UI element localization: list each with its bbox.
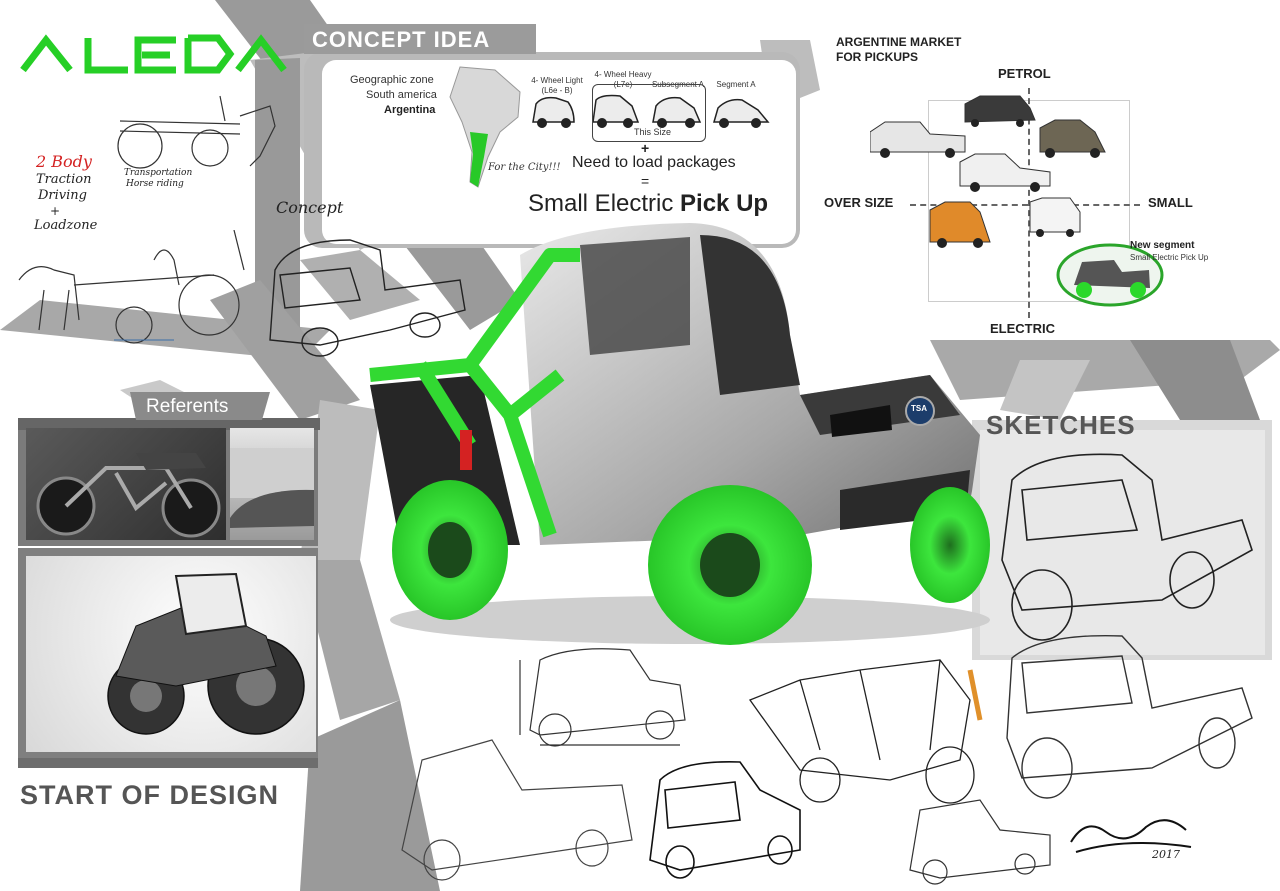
vehicle-sketch-measured: [519, 648, 686, 747]
transportation-note: Transportation: [124, 168, 193, 178]
city-note: For the City!!!: [488, 162, 561, 173]
axis-electric: ELECTRIC: [990, 321, 1055, 336]
referent-concept-car-photo: [230, 428, 314, 540]
axis-petrol: PETROL: [998, 66, 1051, 81]
vehicle-sketch-front: [649, 761, 801, 879]
market-pickup-thumbnails: [870, 95, 1106, 248]
market-vertical-axis: [1028, 88, 1030, 318]
axis-over-size: OVER SIZE: [824, 195, 894, 210]
signature-year: 2017: [1152, 848, 1180, 861]
plus-sign: +: [641, 140, 650, 156]
horse-carriage-sketch: [117, 95, 276, 169]
referent-motorcycle-photo: [26, 428, 226, 540]
vehicle-sketch-frame: [748, 659, 983, 804]
driving-note: Driving: [38, 188, 87, 203]
two-body-note: 2 Body: [36, 152, 92, 171]
this-size-box: [592, 84, 706, 142]
market-heading-1: ARGENTINE MARKET: [836, 35, 962, 49]
geo-label: Geographic zone: [350, 74, 434, 86]
axis-small: SMALL: [1148, 195, 1193, 210]
segment-label-l6e: 4- Wheel Light (L6e - B): [531, 76, 583, 95]
vehicle-sketch-light: [1006, 634, 1253, 799]
market-heading-2: FOR PICKUPS: [836, 50, 919, 64]
horse-riding-note: Horse riding: [126, 179, 184, 189]
market-horizontal-axis: [910, 204, 1140, 206]
new-segment-oval: [1056, 243, 1164, 307]
segment-car-silhouettes: [532, 94, 770, 128]
vehicle-badge: TSA: [911, 404, 927, 413]
new-segment-label: New segment: [1130, 240, 1195, 251]
traction-note: Traction: [36, 172, 92, 187]
aledan-logo: [20, 34, 287, 74]
designer-signature: [1070, 819, 1192, 853]
hero-vehicle-render: [369, 223, 990, 645]
result-bold: Pick Up: [680, 190, 769, 217]
result-line: Small Electric Pick Up: [528, 190, 768, 218]
concept-van-sketch: [269, 239, 466, 357]
geo-country: Argentina: [384, 104, 436, 116]
geo-region: South america: [366, 89, 437, 101]
south-america-map: [449, 66, 521, 188]
concept-idea-heading: CONCEPT IDEA: [312, 27, 491, 52]
start-of-design-heading: START OF DESIGN: [20, 780, 280, 810]
equals-sign: =: [641, 173, 650, 189]
loadzone-note: Loadzone: [34, 218, 98, 233]
result-prefix: Small Electric: [528, 190, 681, 217]
concept-note: Concept: [276, 198, 344, 217]
this-size-label: This Size: [634, 127, 672, 137]
new-segment-sub: Small Electric Pick Up: [1130, 253, 1209, 262]
plus-note: +: [50, 204, 61, 218]
vehicle-sketch-dark: [1001, 453, 1253, 641]
tractor-sketch: [26, 556, 316, 752]
referents-heading: Referents: [146, 396, 229, 417]
sketches-heading: SKETCHES: [986, 410, 1136, 440]
vehicle-sketch-side: [401, 739, 633, 881]
vehicle-sketch-small: [909, 799, 1051, 885]
need-load-line: Need to load packages: [572, 154, 736, 171]
segment-label-a: Segment A: [716, 80, 756, 89]
horse-rider-sketch: [18, 230, 245, 344]
